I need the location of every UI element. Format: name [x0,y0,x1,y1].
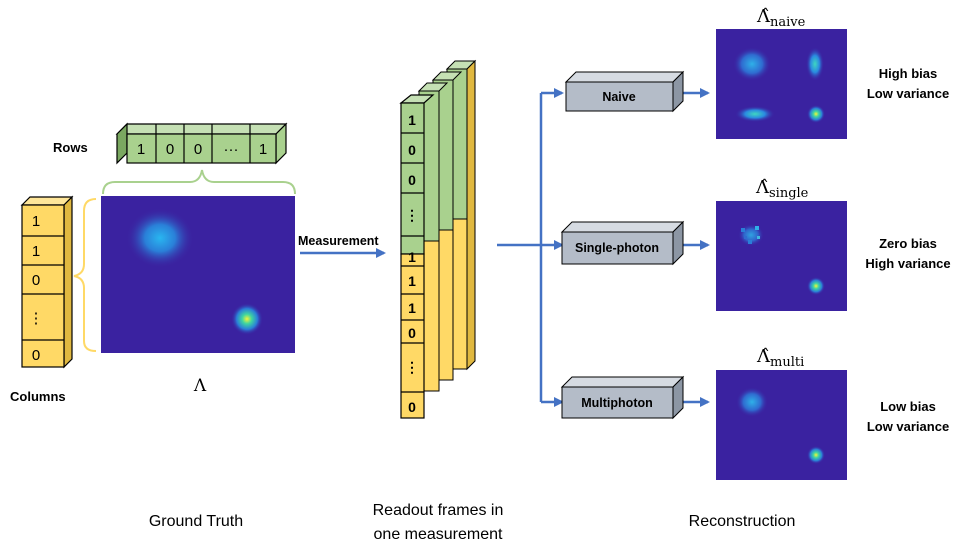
row-vector: 1 0 0 ··· 1 [115,122,288,165]
readout-cell-6: 1 [408,300,416,316]
readout-frame-stack: 1 0 0 ⋮ 1 1 1 0 ⋮ 0 [399,59,477,419]
row-cell-1: 0 [166,141,174,158]
method-label-naive: Naive [602,90,635,104]
columns-bracket [73,198,97,352]
section-readout-line2: one measurement [374,526,504,543]
row-cell-2: 0 [194,141,202,158]
readout-cell-3: ⋮ [405,207,419,223]
readout-cell-0: 1 [408,112,416,128]
column-cell-3: ⋮ [29,310,44,327]
readout-cell-2: 0 [408,172,416,188]
rows-label: Rows [53,140,88,155]
readout-cell-1: 0 [408,142,416,158]
readout-cell-9: 0 [408,399,416,415]
section-ground-truth: Ground Truth [149,513,243,530]
row-cell-3: ··· [224,141,239,158]
column-cell-0: 1 [32,213,40,230]
method-box-multiphoton: Multiphoton [560,375,685,420]
row-cell-0: 1 [137,141,145,158]
ground-truth-heatmap [101,196,295,353]
columns-label: Columns [10,389,66,404]
column-cell-4: 0 [32,347,40,364]
section-reconstruction: Reconstruction [689,513,796,530]
column-cell-2: 0 [32,272,40,289]
bias-naive: High bias [879,66,938,81]
row-cell-4: 1 [259,141,267,158]
rows-bracket [102,169,296,195]
reconstruction-heatmap-naive [716,29,847,139]
readout-cell-4: 1 [408,249,416,265]
readout-cell-7: 0 [408,325,416,341]
method-box-single-photon: Single-photon [560,220,685,266]
estimate-symbol-multi: Λ̂multi [756,346,804,370]
readout-cell-8: ⋮ [405,359,419,375]
branch-arrows [497,88,710,407]
reconstruction-heatmap-single [716,201,847,311]
variance-multi: Low variance [867,419,949,434]
method-box-naive: Naive [564,70,685,113]
readout-frame-front: 1 0 0 ⋮ 1 1 1 0 ⋮ 0 [399,94,435,419]
reconstruction-heatmap-multi [716,370,847,480]
column-vector: 1 1 0 ⋮ 0 [20,195,74,369]
readout-cell-5: 1 [408,273,416,289]
variance-naive: Low variance [867,86,949,101]
bias-multi: Low bias [880,399,936,414]
variance-single: High variance [865,256,950,271]
method-label-multiphoton: Multiphoton [581,396,653,410]
bias-single: Zero bias [879,236,937,251]
measurement-label: Measurement [298,234,379,248]
estimate-symbol-naive: Λ̂naive [756,6,806,30]
section-readout-line1: Readout frames in [373,502,504,519]
ground-truth-symbol: Λ [193,376,207,396]
column-cell-1: 1 [32,243,40,260]
method-label-single-photon: Single-photon [575,241,659,255]
estimate-symbol-single: Λ̂single [755,177,809,201]
